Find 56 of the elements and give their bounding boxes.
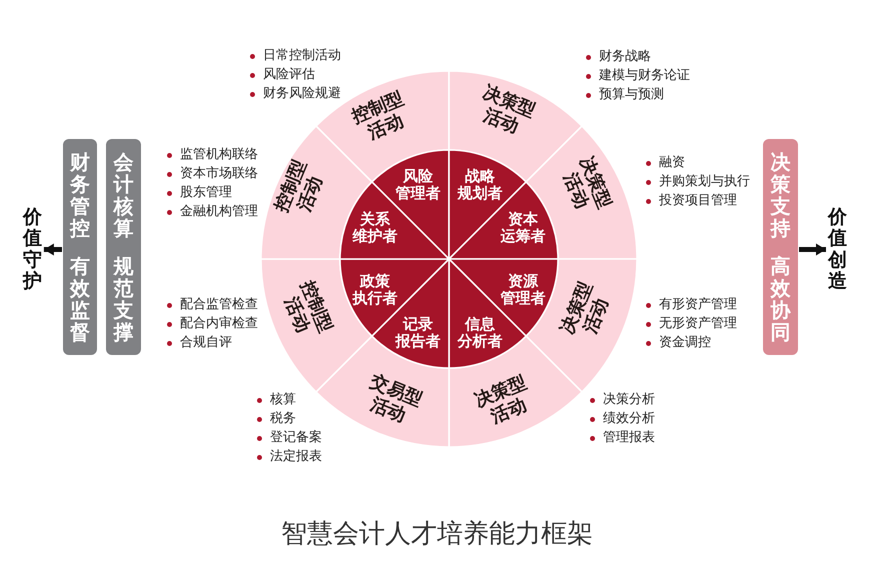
banner-text: 财务管控 <box>69 151 91 239</box>
bullet-item: 投资项目管理 <box>646 193 737 209</box>
arrow <box>44 244 62 256</box>
side-label: 价值创造 <box>827 207 848 292</box>
segment-label: 信息分析者 <box>458 316 502 350</box>
bullet-item: 融资 <box>646 155 685 171</box>
segment-label: 决策型活动 <box>479 82 538 140</box>
bullet-item: 法定报表 <box>257 449 322 465</box>
bullet-item: 资金调控 <box>646 335 711 351</box>
segment-label: 决策型活动 <box>472 372 531 430</box>
side-label: 价值守护 <box>22 207 43 292</box>
segment-label: 政策执行者 <box>352 272 398 308</box>
bullet-item: 财务战略 <box>586 49 651 65</box>
bullet-item: 金融机构管理 <box>167 204 258 220</box>
arrow <box>799 244 826 256</box>
bullet-item: 登记备案 <box>257 430 322 446</box>
bullet-item: 监管机构联络 <box>167 147 258 163</box>
bullet-item: 合规自评 <box>167 335 232 351</box>
bullet-item: 有形资产管理 <box>646 297 737 313</box>
bullet-item: 建模与财务论证 <box>586 68 690 84</box>
segment-label: 资源管理者 <box>500 272 546 308</box>
bullet-item: 股东管理 <box>167 185 232 201</box>
segment-label: 资本运筹者 <box>500 210 546 246</box>
segment-label: 战略规划者 <box>458 168 502 202</box>
banner-text: 决策支持 <box>770 151 792 239</box>
banner-text: 规范支撑 <box>112 255 134 343</box>
diagram-title: 智慧会计人才培养能力框架 <box>281 519 593 549</box>
bullet-item: 配合监管检查 <box>167 297 258 313</box>
bullet-item: 无形资产管理 <box>646 316 737 332</box>
segment-label: 风险管理者 <box>396 168 440 202</box>
bullet-item: 绩效分析 <box>590 411 655 427</box>
banner-text: 会计核算 <box>112 151 134 239</box>
vertical-banner <box>763 139 798 355</box>
bullet-item: 资本市场联络 <box>167 166 258 182</box>
segment-label: 控制型活动 <box>349 88 408 146</box>
bullet-item: 并购策划与执行 <box>646 174 750 190</box>
segment-label: 关系维护者 <box>352 210 398 246</box>
segment-label: 决策型活动 <box>558 279 614 339</box>
segment-label: 交易型活动 <box>366 372 425 428</box>
bullet-item: 风险评估 <box>250 67 315 83</box>
bullet-item: 税务 <box>257 411 296 427</box>
segment-label: 控制型活动 <box>280 278 336 338</box>
segment-label: 控制型活动 <box>272 157 328 217</box>
segment-label: 决策型活动 <box>558 154 614 214</box>
bullet-item: 决策分析 <box>590 392 655 408</box>
bullet-item: 日常控制活动 <box>250 48 341 64</box>
banner-text: 高效协同 <box>770 255 792 343</box>
segment-label: 记录报告者 <box>396 316 440 350</box>
bullet-item: 配合内审检查 <box>167 316 258 332</box>
bullet-item: 财务风险规避 <box>250 86 341 102</box>
bullet-item: 管理报表 <box>590 430 655 446</box>
vertical-banner <box>106 139 141 355</box>
vertical-banner <box>63 139 97 355</box>
banner-text: 有效监督 <box>69 255 91 343</box>
bullet-item: 核算 <box>257 392 296 408</box>
bullet-item: 预算与预测 <box>586 87 664 103</box>
